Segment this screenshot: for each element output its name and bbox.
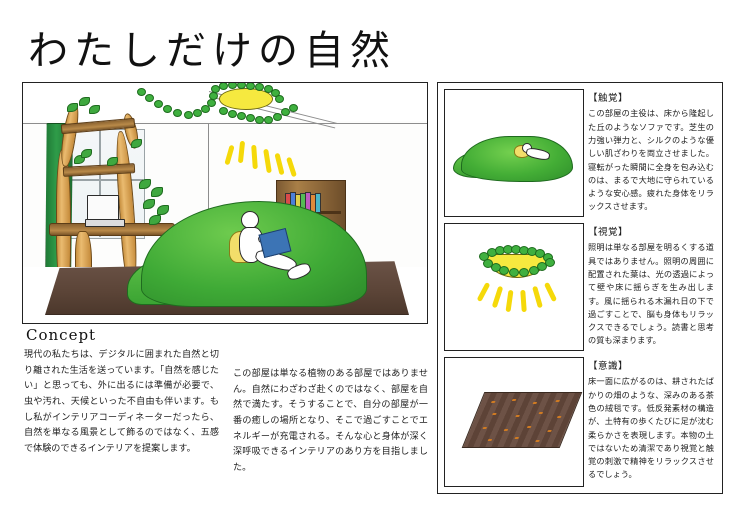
panel-text-tactile: 【触覚】 この部屋の主役は、床から隆起した丘のようなソファです。芝生の力強い弾力… — [584, 89, 716, 217]
wall-corner-line — [208, 123, 209, 271]
concept-paragraph-right: この部屋は単なる植物のある部屋ではありません。自然にわざわざ赴くのではなく、部屋… — [233, 369, 428, 473]
lamp-leaf-ring-shape — [479, 245, 555, 277]
sensory-panel-tactile: 【触覚】 この部屋の主役は、床から隆起した丘のようなソファです。芝生の力強い弾力… — [444, 89, 716, 217]
panel-body-tactile: この部屋の主役は、床から隆起した丘のようなソファです。芝生の力強い弾力と、シルク… — [588, 108, 714, 212]
panel-body-visual: 照明は単なる部屋を明るくする道具ではありません。照明の周囲に配置された葉は、光の… — [588, 242, 714, 346]
panel-text-awareness: 【意識】 床一面に広がるのは、耕されたばかりの畑のような、深みのある茶色の絨毯で… — [584, 357, 716, 487]
carpet-shape — [461, 392, 583, 448]
panel-body-awareness: 床一面に広がるのは、耕されたばかりの畑のような、深みのある茶色の絨毯です。低反発… — [588, 376, 714, 480]
concept-columns: 現代の私たちは、デジタルに囲まれた自然と切り離された生活を送っています。「自然を… — [24, 348, 428, 476]
window-mullion-vertical — [99, 129, 101, 237]
panel-label-tactile: 【触覚】 — [588, 93, 629, 104]
concept-heading: Concept — [26, 326, 97, 344]
concept-paragraph-left: 現代の私たちは、デジタルに囲まれた自然と切り離された生活を送っています。「自然を… — [24, 350, 219, 454]
sensory-panels-frame: 【触覚】 この部屋の主役は、床から隆起した丘のようなソファです。芝生の力強い弾力… — [437, 82, 723, 494]
room-interior-perspective-illustration — [23, 83, 427, 323]
laptop-screen — [87, 195, 119, 221]
hill-shape — [461, 136, 573, 182]
ceiling-wall-line — [23, 123, 427, 124]
page-title: わたしだけの自然 — [28, 28, 396, 74]
sensory-panel-awareness: 【意識】 床一面に広がるのは、耕されたばかりの畑のような、深みのある茶色の絨毯で… — [444, 357, 716, 487]
panel-text-visual: 【視覚】 照明は単なる部屋を明るくする道具ではありません。照明の周囲に配置された… — [584, 223, 716, 351]
sensory-panel-visual: 【視覚】 照明は単なる部屋を明るくする道具ではありません。照明の周囲に配置された… — [444, 223, 716, 351]
panel-person-body — [525, 146, 551, 162]
panel-label-awareness: 【意識】 — [588, 361, 629, 372]
grass-mound-sofa-illustration — [444, 89, 584, 217]
laptop-keyboard — [85, 219, 125, 227]
brown-soil-carpet-illustration — [444, 357, 584, 487]
panel-label-visual: 【視覚】 — [588, 227, 629, 238]
main-illustration-frame — [22, 82, 428, 324]
leaf-pendant-light-illustration — [444, 223, 584, 351]
concept-block: Concept 現代の私たちは、デジタルに囲まれた自然と切り離された生活を送って… — [24, 326, 428, 476]
